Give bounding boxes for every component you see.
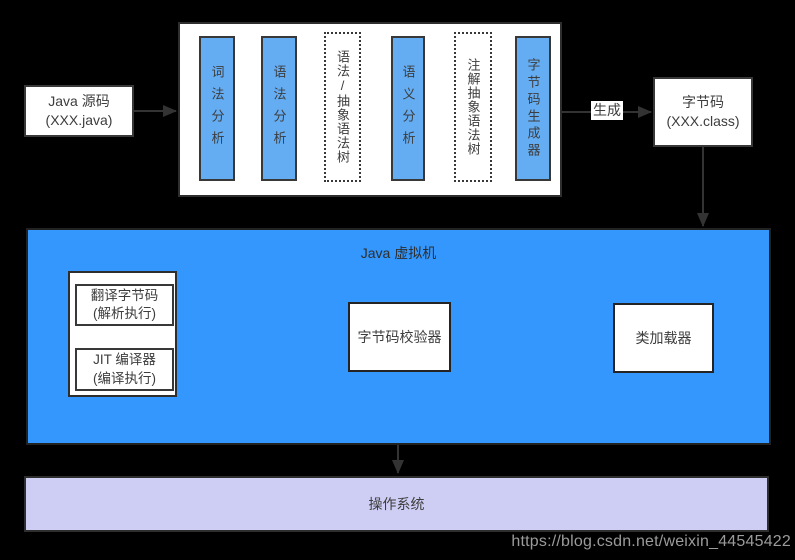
- stage-semantic-analysis: 语义分析: [391, 36, 425, 181]
- os-label: 操作系统: [368, 496, 425, 512]
- stage-label: 词法分析: [209, 64, 225, 153]
- jit-compiler-box: JIT 编译器 (编译执行): [75, 348, 174, 391]
- bytecode-verifier-box: 字节码校验器: [348, 302, 451, 372]
- verifier-label: 字节码校验器: [357, 328, 442, 345]
- java-source-line1: Java 源码: [48, 93, 110, 110]
- stage-label: 语义分析: [400, 64, 416, 153]
- jit-line2: (编译执行): [93, 370, 156, 386]
- operating-system-box: 操作系统: [24, 476, 769, 532]
- interpreter-box: 翻译字节码 (解析执行): [75, 284, 174, 326]
- stage-label: 语法分析: [271, 64, 287, 153]
- interpreter-line1: 翻译字节码: [90, 287, 159, 303]
- stage-label: 语法/抽象语法树: [335, 50, 350, 164]
- generate-arrow-label: 生成: [591, 101, 623, 120]
- compiler-pipeline-container: 词法分析 语法分析 语法/抽象语法树 语义分析 注解抽象语法树 字节码生成器: [178, 22, 562, 197]
- stage-bytecode-generator: 字节码生成器: [515, 36, 551, 181]
- stage-abstract-syntax-tree: 语法/抽象语法树: [324, 32, 361, 182]
- bytecode-line1: 字节码: [682, 94, 724, 111]
- stage-label: 字节码生成器: [525, 57, 541, 160]
- stage-lexical-analysis: 词法分析: [199, 36, 235, 181]
- bytecode-line2: (XXX.class): [666, 113, 740, 129]
- execution-engine-group: 翻译字节码 (解析执行) JIT 编译器 (编译执行): [68, 271, 177, 397]
- java-source-box: Java 源码 (XXX.java): [24, 85, 134, 137]
- stage-annotated-syntax-tree: 注解抽象语法树: [454, 32, 492, 182]
- stage-label: 注解抽象语法树: [465, 58, 481, 156]
- bytecode-box: 字节码 (XXX.class): [653, 77, 753, 147]
- stage-syntax-analysis: 语法分析: [261, 36, 297, 181]
- jit-line1: JIT 编译器: [93, 352, 156, 368]
- interpreter-line2: (解析执行): [93, 306, 156, 321]
- class-loader-box: 类加载器: [613, 303, 714, 373]
- jvm-title: Java 虚拟机: [360, 245, 437, 261]
- java-source-line2: (XXX.java): [45, 112, 113, 128]
- classloader-label: 类加载器: [635, 329, 692, 346]
- csdn-watermark: https://blog.csdn.net/weixin_44545422: [511, 533, 791, 550]
- jvm-container: Java 虚拟机 翻译字节码 (解析执行) JIT 编译器 (编译执行) 字节码…: [26, 228, 771, 445]
